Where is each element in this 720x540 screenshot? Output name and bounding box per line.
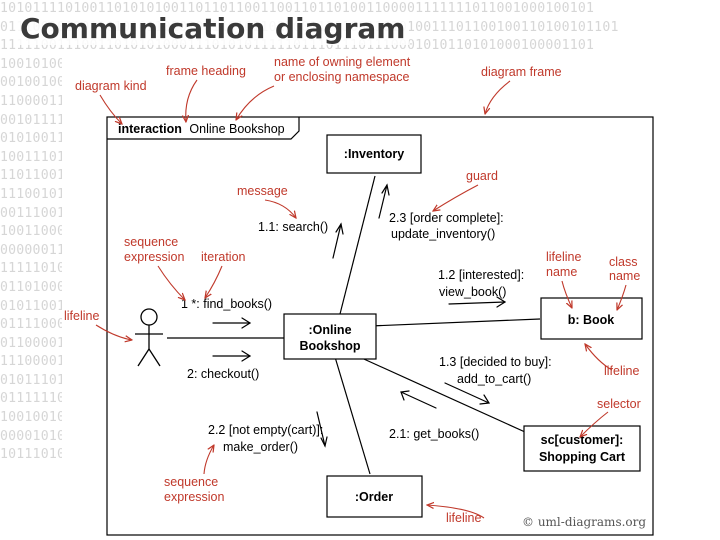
annotation-frame-heading: frame heading <box>166 64 246 78</box>
object-online-bookshop: :Online Bookshop <box>283 313 377 360</box>
callout-owning-element <box>236 85 275 120</box>
copyright-text: © uml-diagrams.org <box>522 515 646 529</box>
callout-selector <box>580 411 609 437</box>
callout-class-name <box>617 284 627 310</box>
message-arrow-get-books <box>400 390 437 409</box>
message-arrow-add-to-cart <box>444 382 491 405</box>
annotation-sequence-expression-bottom-1: sequence <box>164 475 218 489</box>
message-make-order-label-2: make_order() <box>223 440 298 454</box>
diagram-frame <box>106 116 654 536</box>
link-bookshop-cart <box>354 354 526 433</box>
annotation-selector: selector <box>597 397 641 411</box>
object-bookshop-label-1: :Online <box>308 323 351 337</box>
annotation-iteration: iteration <box>201 250 246 264</box>
message-arrow-make-order <box>316 411 328 448</box>
frame-heading-name: Online Bookshop <box>189 122 284 136</box>
object-bookshop-label-2: Bookshop <box>299 339 360 353</box>
callout-sequence-expression-top <box>157 265 185 300</box>
frame-heading-kind: interaction <box>118 122 182 136</box>
annotation-class-name-1: class <box>609 255 637 269</box>
annotation-lifeline-name-1: lifeline <box>546 250 581 264</box>
annotation-sequence-expression-top-1: sequence <box>124 235 178 249</box>
object-book: b: Book <box>540 297 643 340</box>
message-arrow-find-books <box>212 317 252 329</box>
diagram-card: interaction Online Bookshop :Inventory :… <box>62 55 658 537</box>
message-update-inventory-label-2: update_inventory() <box>391 227 495 241</box>
object-order: :Order <box>326 475 423 518</box>
annotation-lifeline-left: lifeline <box>64 309 99 323</box>
callout-message <box>264 199 296 218</box>
message-checkout-label: 2: checkout() <box>187 367 259 381</box>
annotation-lifeline-right: lifeline <box>604 364 639 378</box>
link-bookshop-order <box>334 356 371 475</box>
message-arrow-search <box>332 222 344 259</box>
object-shopping-cart: sc[customer]: Shopping Cart <box>523 425 641 472</box>
link-bookshop-inventory <box>339 175 376 315</box>
callout-guard <box>433 184 479 211</box>
annotation-owning-element-2: or enclosing namespace <box>274 70 410 84</box>
object-cart-label-2: Shopping Cart <box>539 450 626 464</box>
callout-iteration <box>205 265 223 298</box>
message-view-book-label-1: 1.2 [interested]: <box>438 268 524 282</box>
annotation-owning-element-1: name of owning element <box>274 55 411 69</box>
frame-heading-tab <box>107 117 300 140</box>
object-cart-label-1: sc[customer]: <box>541 433 624 447</box>
object-inventory: :Inventory <box>326 134 422 174</box>
object-book-label: b: Book <box>568 313 615 327</box>
annotation-guard: guard <box>466 169 498 183</box>
annotation-sequence-expression-bottom-2: expression <box>164 490 224 504</box>
annotation-lifeline-name-2: name <box>546 265 577 279</box>
object-order-label: :Order <box>355 490 393 504</box>
annotation-diagram-kind: diagram kind <box>75 79 147 93</box>
message-search-label: 1.1: search() <box>258 220 328 234</box>
annotation-message: message <box>237 184 288 198</box>
callout-lifeline-name <box>561 280 572 308</box>
annotation-lifeline-bottom: lifeline <box>446 511 481 525</box>
frame-heading-text: interaction Online Bookshop <box>118 122 285 136</box>
object-inventory-label: :Inventory <box>344 147 404 161</box>
message-add-to-cart-label-1: 1.3 [decided to buy]: <box>439 355 552 369</box>
callout-diagram-frame <box>485 80 511 114</box>
actor-icon <box>135 308 163 367</box>
callout-sequence-expression-bottom <box>203 445 214 475</box>
message-find-books-label: 1 *: find_books() <box>181 297 272 311</box>
callout-lifeline-right <box>585 344 613 371</box>
message-add-to-cart-label-2: add_to_cart() <box>457 372 531 386</box>
message-make-order-label-1: 2.2 [not empty(cart)]: <box>208 423 323 437</box>
message-arrow-checkout <box>212 350 252 362</box>
callout-diagram-kind <box>99 94 122 124</box>
link-bookshop-book <box>369 318 541 327</box>
message-arrow-view-book <box>448 296 507 308</box>
message-view-book-label-2: view_book() <box>439 285 506 299</box>
slide-title: Communication diagram <box>16 12 410 45</box>
callout-lifeline-left <box>95 324 132 340</box>
callout-frame-heading <box>186 79 198 122</box>
communication-diagram: interaction Online Bookshop :Inventory :… <box>64 55 654 536</box>
message-arrow-update-inventory <box>378 183 390 219</box>
annotation-class-name-2: name <box>609 269 640 283</box>
callout-lifeline-bottom <box>427 505 485 519</box>
message-get-books-label: 2.1: get_books() <box>389 427 479 441</box>
message-update-inventory-label-1: 2.3 [order complete]: <box>389 211 504 225</box>
annotation-sequence-expression-top-2: expression <box>124 250 184 264</box>
annotation-diagram-frame: diagram frame <box>481 65 562 79</box>
